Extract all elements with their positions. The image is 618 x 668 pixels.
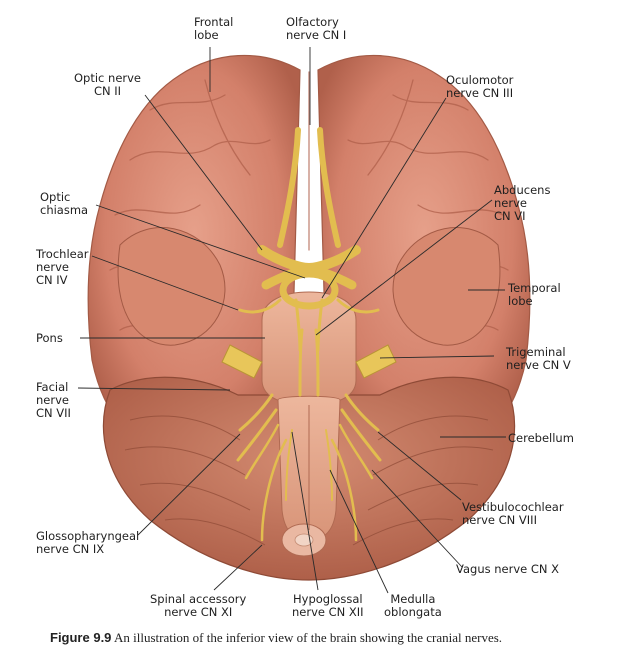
chiasma-ring	[279, 270, 339, 310]
label-glossopharyngeal-nerve: Glossopharyngeal nerve CN IX	[36, 529, 140, 556]
leader-lines	[77, 47, 506, 594]
label-facial-nerve: Facial nerve CN VII	[36, 380, 71, 420]
label-olfactory-nerve: Olfactory nerve CN I	[286, 15, 347, 42]
label-temporal-lobe: Temporal lobe	[508, 281, 561, 308]
left-temporal	[117, 227, 226, 346]
label-vestibulocochlear-nerve: Vestibulocochlear nerve CN VIII	[462, 500, 564, 527]
brain-illustration	[77, 47, 531, 594]
label-trigeminal-nerve: Trigeminal nerve CN V	[506, 345, 571, 372]
label-pons: Pons	[36, 331, 63, 345]
nerves	[236, 127, 382, 542]
label-trochlear-nerve: Trochlear nerve CN IV	[36, 247, 89, 287]
label-abducens-nerve: Abducens nerve CN VI	[494, 183, 551, 223]
label-hypoglossal-nerve: Hypoglossal nerve CN XII	[292, 592, 364, 619]
label-cerebellum: Cerebellum	[508, 431, 574, 445]
label-oculomotor-nerve: Oculomotor nerve CN III	[446, 73, 514, 100]
figure-number: Figure 9.9	[50, 630, 112, 645]
cerebellar-folia	[124, 415, 494, 546]
figure-caption-text: An illustration of the inferior view of …	[113, 630, 503, 645]
label-optic-nerve: Optic nerve CN II	[74, 71, 142, 98]
label-optic-chiasma: Optic chiasma	[40, 190, 89, 217]
trigeminal-nerves	[221, 344, 397, 379]
label-medulla-oblongata: Medulla oblongata	[384, 592, 442, 619]
right-temporal	[392, 227, 501, 346]
label-spinal-accessory-nerve: Spinal accessory nerve CN XI	[150, 592, 247, 619]
figure-caption: Figure 9.9 An illustration of the inferi…	[50, 630, 610, 646]
label-frontal-lobe: Frontal lobe	[194, 15, 234, 42]
label-vagus-nerve: Vagus nerve CN X	[456, 562, 560, 576]
